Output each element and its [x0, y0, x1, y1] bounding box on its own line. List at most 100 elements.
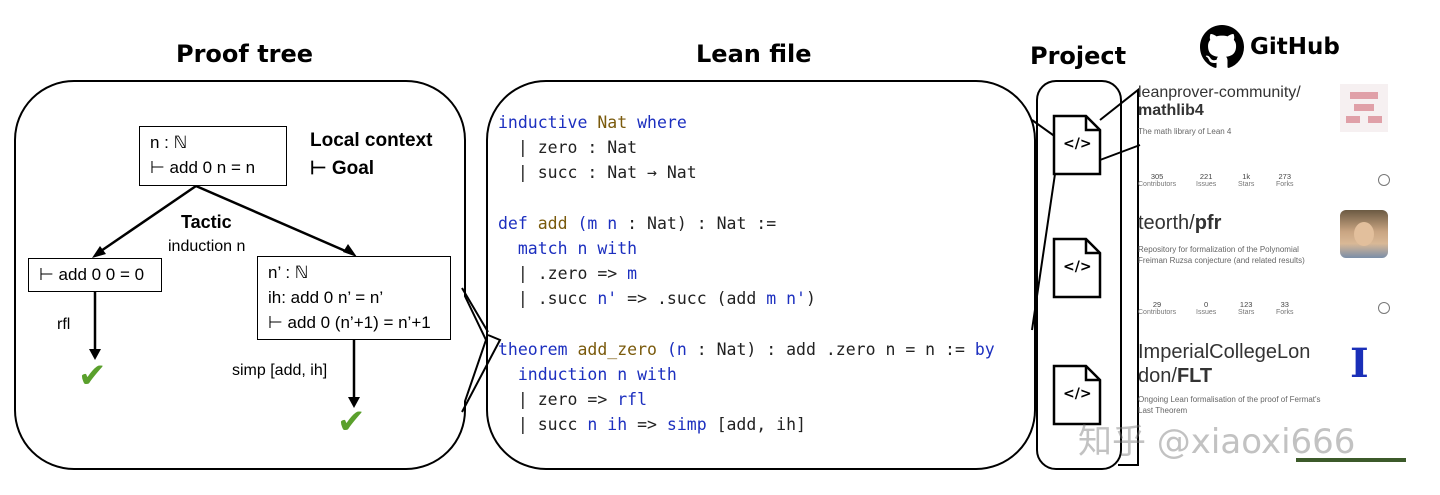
code-token: ) [805, 289, 816, 309]
github-wordmark: GitHub [1250, 34, 1340, 60]
repo-description: Ongoing Lean formalisation of the proof … [1138, 395, 1321, 415]
repo-title: ImperialCollegeLon don/FLT [1138, 340, 1310, 388]
code-line: | zero : Nat [498, 135, 995, 160]
code-line: | succ n ih => simp [add, ih] [498, 412, 995, 437]
code-token: : Nat) : add .zero n = n := [696, 339, 975, 359]
code-line: match n with [498, 236, 995, 261]
left-tactic-rfl: rfl [57, 316, 71, 333]
root-context: n : ℕ [150, 133, 188, 152]
repo-owner-cont: don/ [1138, 365, 1177, 387]
code-token: | .succ [498, 289, 598, 309]
code-line: inductive Nat where [498, 110, 995, 135]
code-token: simp [666, 415, 717, 435]
code-token: (m n [577, 213, 628, 233]
imperial-logo: I [1350, 340, 1369, 387]
tactic-induction: induction n [168, 238, 246, 255]
code-line: induction n with [498, 362, 995, 387]
repo-name: pfr [1194, 212, 1222, 234]
code-token: => .succ (add [627, 289, 767, 309]
code-token: : Nat) : Nat := [627, 213, 777, 233]
proof-tree-heading: Proof tree [176, 40, 314, 68]
right-goal: ⊢ add 0 (n’+1) = n’+1 [268, 313, 431, 332]
code-token: (n [666, 339, 697, 359]
legend-local-context: Local context [310, 130, 433, 151]
code-line: | succ : Nat → Nat [498, 160, 995, 185]
proof-to-lean-connector [461, 289, 488, 411]
code-file-icon [1052, 237, 1102, 299]
right-tactic-simp: simp [add, ih] [232, 362, 328, 379]
code-file-icon [1052, 114, 1102, 176]
code-line: | .succ n' => .succ (add m n') [498, 286, 995, 311]
repo-card-flt[interactable]: ImperialCollegeLon don/FLT I Ongoing Lea… [1138, 340, 1408, 470]
repo-name: mathlib4 [1138, 102, 1204, 119]
tactic-title: Tactic [181, 212, 232, 232]
file-icon-3: </> [1052, 364, 1102, 430]
code-token: with [597, 239, 638, 259]
repo-owner: ImperialCollegeLon [1138, 341, 1311, 363]
code-token: | zero => [498, 390, 618, 410]
code-token: rfl [617, 390, 648, 410]
code-token: | .zero => [498, 264, 628, 284]
code-file-icon [1052, 364, 1102, 426]
repo-card-mathlib4[interactable]: leanprover-community/ mathlib4 The math … [1138, 84, 1408, 194]
file-icon-1: </> [1052, 114, 1102, 180]
code-token: add [537, 213, 578, 233]
code-line: theorem add_zero (n : Nat) : add .zero n… [498, 337, 995, 362]
code-token: | succ [498, 415, 588, 435]
right-check-icon: ✔ [337, 402, 366, 442]
code-token: theorem [498, 339, 578, 359]
code-token: add_zero [577, 339, 667, 359]
repo-title: teorth/pfr [1138, 212, 1221, 235]
code-token: with [637, 365, 677, 385]
code-line: def add (m n : Nat) : Nat := [498, 211, 995, 236]
code-token: inductive [498, 113, 598, 132]
code-token: m [627, 264, 638, 284]
code-token: n ih [587, 415, 638, 435]
right-goal-box: n’ : ℕ ih: add 0 n’ = n’ ⊢ add 0 (n’+1) … [257, 256, 451, 340]
code-line: | zero => rfl [498, 387, 995, 412]
repo-bottom-bar [1296, 458, 1406, 462]
code-token: n [617, 365, 638, 385]
mathlib-logo [1340, 84, 1388, 132]
legend-goal: ⊢ Goal [310, 158, 375, 179]
code-token: where [637, 113, 687, 132]
right-context-n: n’ : ℕ [268, 263, 309, 282]
code-token: | zero : Nat [498, 138, 638, 158]
code-line [498, 312, 995, 337]
file-code-glyph: </> [1063, 386, 1092, 402]
repo-card-pfr[interactable]: teorth/pfr Repository for formalization … [1138, 208, 1408, 318]
code-token: def [498, 213, 538, 233]
repo-owner: teorth/ [1138, 212, 1195, 234]
file-icon-2: </> [1052, 237, 1102, 303]
code-token: Nat [597, 113, 638, 132]
root-goal-box: n : ℕ ⊢ add 0 n = n [139, 126, 287, 186]
left-goal-box: ⊢ add 0 0 = 0 [28, 258, 162, 292]
github-mini-icon [1378, 302, 1390, 314]
code-line: | .zero => m [498, 261, 995, 286]
code-token: n' [597, 289, 628, 309]
github-logo: GitHub [1200, 24, 1340, 70]
repo-description: Repository for formalization of the Poly… [1138, 245, 1305, 265]
code-token: by [974, 339, 995, 359]
right-context-ih: ih: add 0 n’ = n’ [268, 288, 384, 307]
repo-avatar [1340, 210, 1388, 258]
code-line [498, 186, 995, 211]
file-code-glyph: </> [1063, 259, 1092, 275]
repo-name: FLT [1176, 365, 1213, 387]
project-heading: Project [1030, 42, 1127, 70]
code-token: => [637, 415, 667, 435]
code-token: induction [498, 365, 618, 385]
root-goal: ⊢ add 0 n = n [150, 158, 256, 177]
watermark: 知乎 @xiaoxi666 [1078, 422, 1356, 462]
repo-description: The math library of Lean 4 [1138, 127, 1232, 136]
lean-file-panel [486, 80, 1036, 470]
